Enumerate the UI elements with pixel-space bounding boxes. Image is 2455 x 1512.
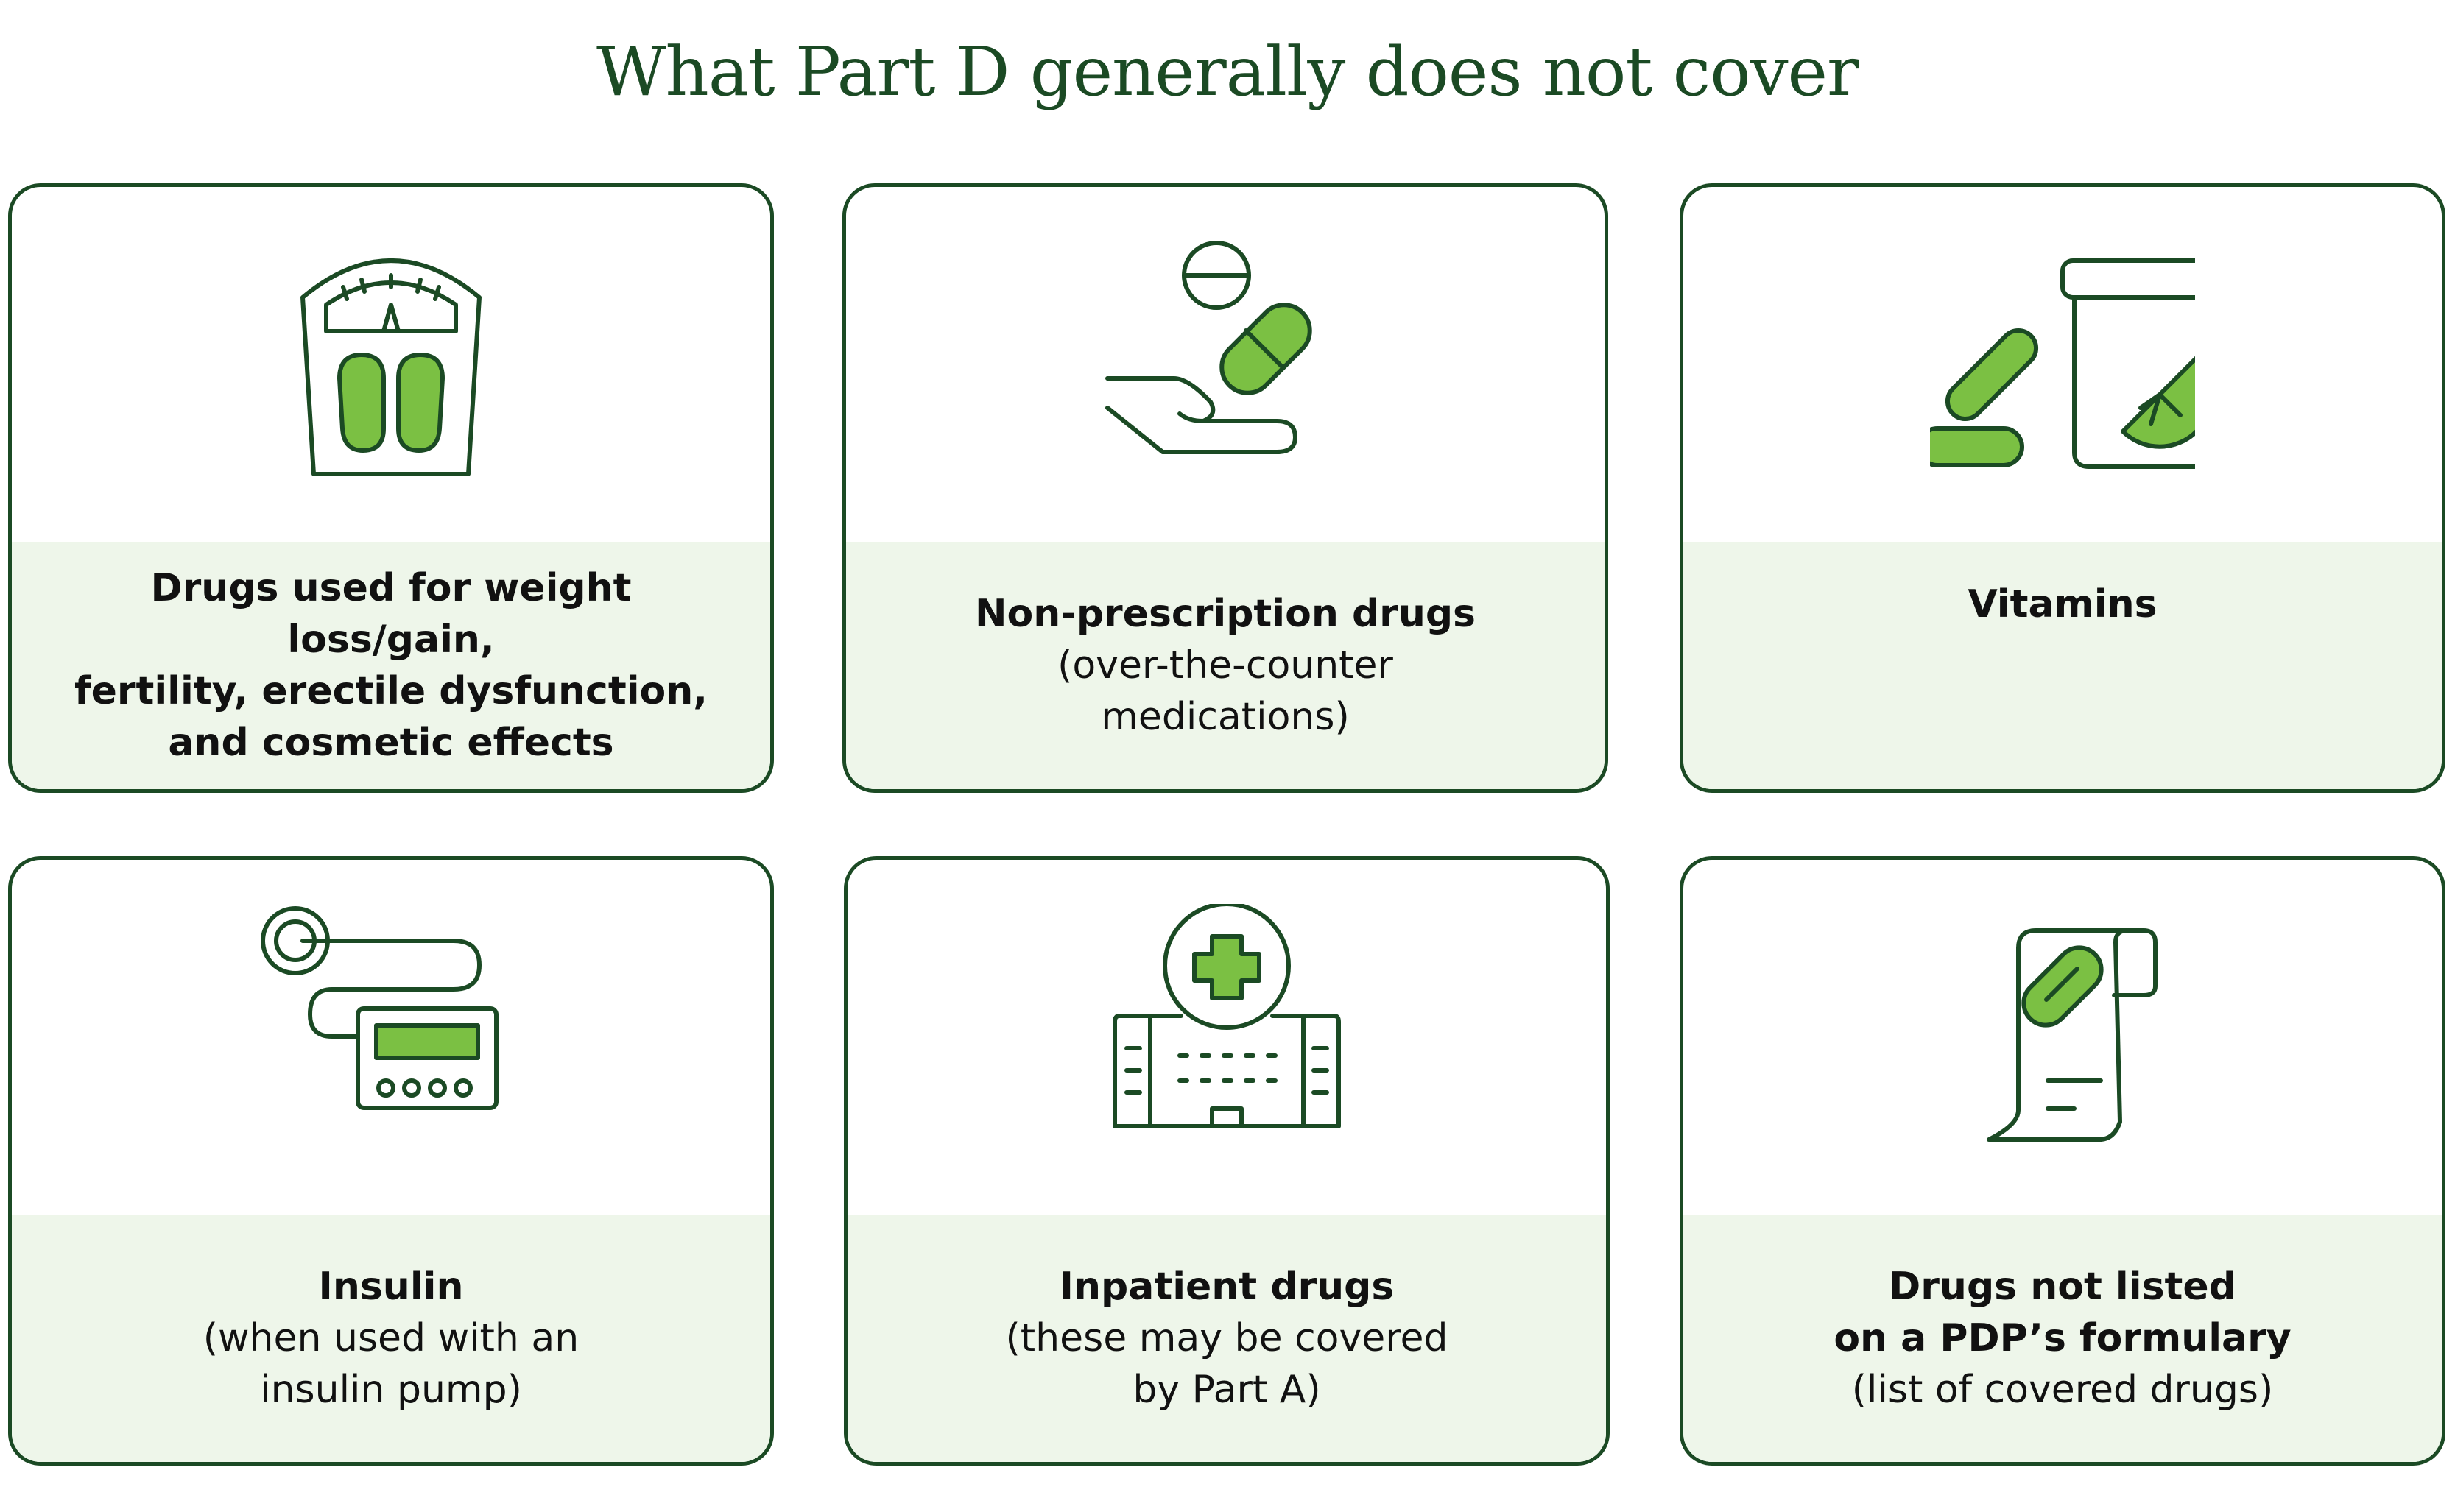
label-line: (when used with an: [202, 1316, 580, 1360]
card-label: Vitamins: [1713, 542, 2412, 789]
card-label: Inpatient drugs (these may be covered by…: [877, 1215, 1577, 1462]
page-title: What Part D generally does not cover: [596, 32, 1859, 111]
label-line: fertility, erectile dysfunction,: [74, 669, 708, 713]
card-band: [846, 542, 1605, 789]
card-band: [12, 1215, 770, 1462]
card-band: [848, 1215, 1606, 1462]
label-line: (list of covered drugs): [1851, 1368, 2274, 1412]
label-line: (over-the-counter: [1057, 643, 1393, 688]
label-heading: Vitamins: [1968, 582, 2158, 626]
scale-icon: [258, 231, 524, 496]
card-label: Non-prescription drugs (over-the-counter…: [876, 542, 1575, 789]
label-heading: Non-prescription drugs: [974, 592, 1476, 636]
card-non-formulary-drugs: Drugs not listed on a PDP’s formulary (l…: [1680, 856, 2445, 1466]
label-line: and cosmetic effects: [168, 721, 614, 765]
hand-pills-icon: [1093, 231, 1358, 496]
label-heading: on a PDP’s formulary: [1834, 1316, 2292, 1360]
card-vitamins: Vitamins: [1680, 183, 2445, 793]
label-heading: Inpatient drugs: [1059, 1265, 1395, 1309]
insulin-pump-icon: [258, 904, 524, 1169]
card-label: Drugs used for weight loss/gain, fertili…: [41, 542, 741, 789]
card-label: Insulin (when used with an insulin pump): [41, 1215, 741, 1462]
label-line: insulin pump): [260, 1368, 522, 1412]
card-band: [1683, 1215, 2442, 1462]
card-weight-loss-drugs: Drugs used for weight loss/gain, fertili…: [8, 183, 774, 793]
label-heading: Drugs not listed: [1889, 1265, 2236, 1309]
card-band: [12, 542, 770, 789]
label-line: medications): [1101, 695, 1350, 739]
formulary-scroll-icon: [1930, 904, 2195, 1169]
card-non-prescription-drugs: Non-prescription drugs (over-the-counter…: [842, 183, 1608, 793]
card-insulin: Insulin (when used with an insulin pump): [8, 856, 774, 1466]
card-band: [1683, 542, 2442, 789]
label-line: (these may be covered: [1005, 1316, 1448, 1360]
label-line: Drugs used for weight loss/gain,: [150, 566, 632, 662]
card-label: Drugs not listed on a PDP’s formulary (l…: [1713, 1215, 2412, 1462]
hospital-icon: [1094, 904, 1359, 1169]
vitamin-bottle-icon: [1930, 231, 2195, 496]
label-line: by Part A): [1133, 1368, 1321, 1412]
card-inpatient-drugs: Inpatient drugs (these may be covered by…: [844, 856, 1610, 1466]
label-heading: Insulin: [318, 1265, 464, 1309]
